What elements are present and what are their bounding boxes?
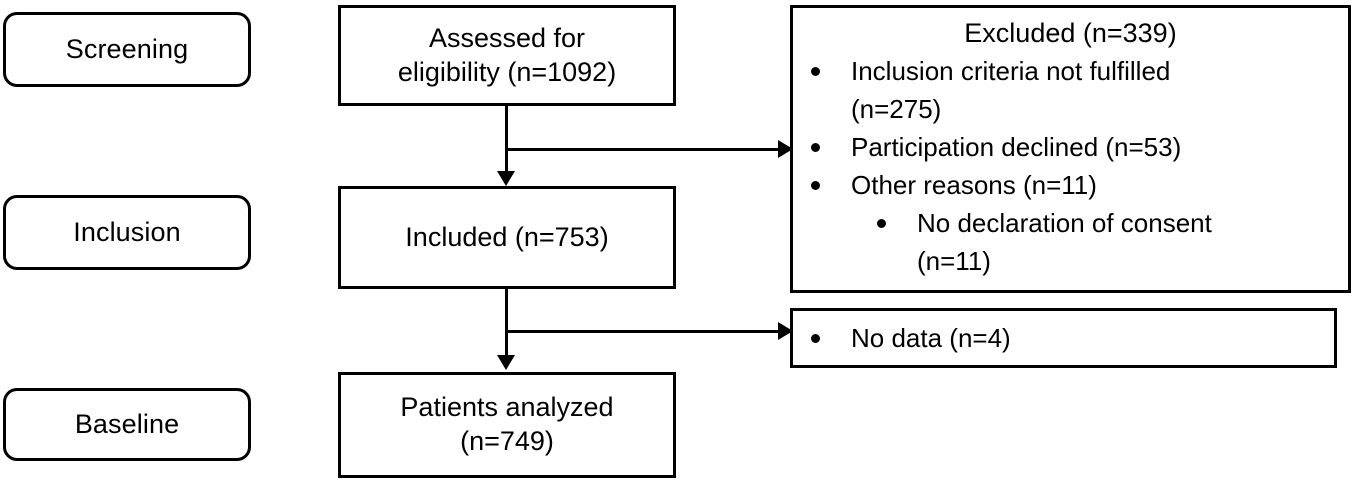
connector-assessed-vertical [505, 106, 508, 172]
arrowhead-included-to-analyzed-icon [497, 355, 515, 370]
node-assessed-label: Assessed for eligibility (n=1092) [397, 22, 617, 87]
arrowhead-assessed-to-excluded-icon [778, 140, 793, 158]
nodata-item-text: No data (n=4) [851, 323, 1011, 353]
node-patients-analyzed: Patients analyzed (n=749) [338, 372, 676, 478]
node-excluded: Excluded (n=339) Inclusion criteria not … [790, 5, 1351, 293]
node-assessed-for-eligibility: Assessed for eligibility (n=1092) [338, 5, 676, 106]
stage-pill-screening: Screening [3, 12, 251, 87]
excluded-item-text: Other reasons (n=11) [851, 170, 1097, 200]
stage-label-baseline: Baseline [74, 408, 180, 439]
arrowhead-assessed-to-included-icon [497, 171, 515, 186]
connector-included-to-nodata-horizontal [505, 330, 780, 333]
node-no-data: No data (n=4) [790, 308, 1337, 368]
nodata-item-no-data: No data (n=4) [793, 319, 1334, 357]
stage-pill-inclusion: Inclusion [3, 195, 251, 270]
bullet-icon [877, 219, 886, 228]
excluded-item-inclusion-criteria-count: (n=275) [793, 90, 1348, 128]
excluded-subitem-no-declaration-of-consent: No declaration of consent [793, 204, 1348, 242]
excluded-subitem-no-declaration-count: (n=11) [793, 242, 1348, 280]
excluded-item-participation-declined: Participation declined (n=53) [793, 128, 1348, 166]
excluded-item-other-reasons: Other reasons (n=11) [793, 166, 1348, 204]
excluded-item-text: Participation declined (n=53) [851, 132, 1182, 162]
excluded-heading: Excluded (n=339) [964, 18, 1177, 48]
excluded-item-inclusion-criteria: Inclusion criteria not fulfilled [793, 52, 1348, 90]
connector-assessed-to-excluded-horizontal [505, 148, 780, 151]
excluded-item-text: Inclusion criteria not fulfilled [851, 56, 1171, 86]
bullet-icon [811, 67, 820, 76]
bullet-icon [811, 143, 820, 152]
stage-pill-baseline: Baseline [3, 388, 251, 461]
bullet-icon [811, 181, 820, 190]
excluded-subitem-text-cont: (n=11) [917, 246, 991, 276]
excluded-item-text-cont: (n=275) [851, 94, 942, 124]
node-included-label: Included (n=753) [405, 221, 609, 252]
excluded-subitem-text: No declaration of consent [917, 208, 1212, 238]
arrowhead-included-to-nodata-icon [778, 322, 793, 340]
connector-included-vertical [505, 289, 508, 355]
node-included: Included (n=753) [338, 186, 676, 289]
node-analyzed-label: Patients analyzed (n=749) [400, 392, 614, 456]
stage-label-screening: Screening [65, 33, 189, 64]
bullet-icon [811, 334, 820, 343]
stage-label-inclusion: Inclusion [73, 216, 181, 247]
